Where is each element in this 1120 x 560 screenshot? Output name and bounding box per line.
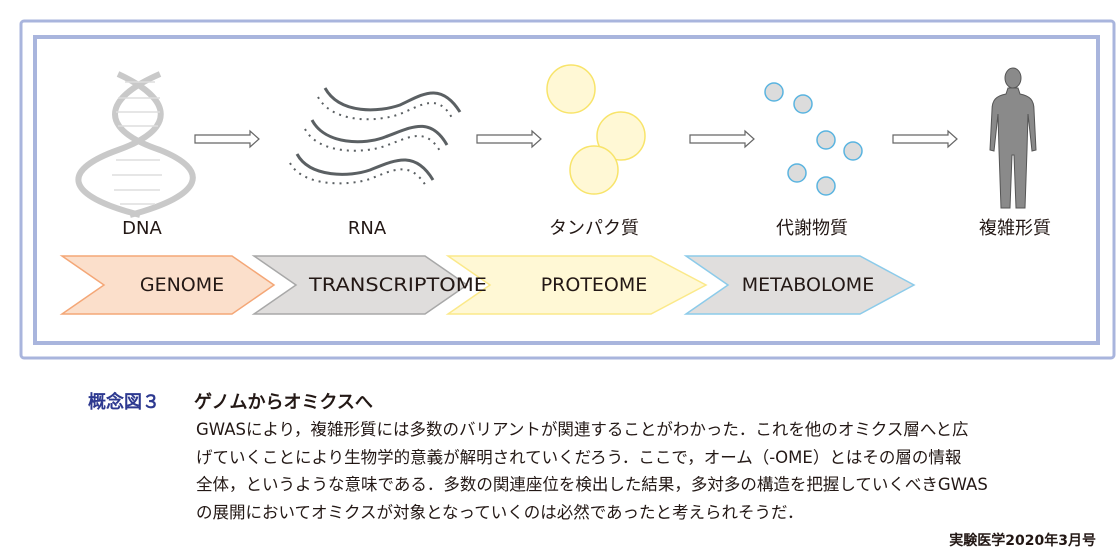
chevron-transcriptome xyxy=(251,255,469,315)
caption-body: GWASにより，複雑形質には多数のバリアントが関連することがわかった．これを他の… xyxy=(196,416,1066,526)
omics-label-metabolome: METABOLOME xyxy=(742,274,874,296)
source-citation: 実験医学2020年3月号 xyxy=(949,533,1096,549)
arrow-icon xyxy=(689,129,755,149)
label-rna: RNA xyxy=(348,218,387,239)
omics-label-transcriptome: TRANSCRIPTOME xyxy=(308,274,487,296)
label-complex-trait: 複雑形質 xyxy=(979,218,1051,239)
arrow-icon xyxy=(476,129,542,149)
omics-diagram: DNA RNA タンパク質 代謝物質 複雑形質 GENOME TRANSCRIP… xyxy=(19,19,1116,360)
dna-helix-icon xyxy=(75,71,196,218)
caption-line: の展開においてオミクスが対象となっていくのは必然であったと考えられそうだ． xyxy=(196,502,804,522)
outer-frame xyxy=(19,19,1116,360)
figure-number: 概念図３ xyxy=(88,392,160,413)
chevron-proteome xyxy=(445,255,708,315)
chevron-metabolome xyxy=(683,255,916,315)
human-figure-icon xyxy=(989,67,1037,209)
chevron-genome xyxy=(59,255,276,315)
arrow-icon xyxy=(194,129,260,149)
figure-title: ゲノムからオミクスへ xyxy=(194,392,373,413)
caption-line: GWASにより，複雑形質には多数のバリアントが関連することがわかった．これを他の… xyxy=(196,420,969,439)
label-protein: タンパク質 xyxy=(549,218,639,239)
caption-line: げていくことにより生物学的意義が解明されていくだろう．ここで，オーム（-OME）… xyxy=(196,447,962,467)
metabolite-dots-icon xyxy=(764,82,863,196)
omics-label-proteome: PROTEOME xyxy=(541,274,648,296)
label-dna: DNA xyxy=(122,218,162,239)
label-metabolite: 代謝物質 xyxy=(776,218,848,239)
rna-strands-icon xyxy=(289,87,462,187)
protein-circles-icon xyxy=(546,64,646,195)
caption-line: 全体，というような意味である．多数の関連座位を検出した結果，多対多の構造を把握し… xyxy=(196,475,988,494)
arrow-icon xyxy=(892,129,958,149)
omics-label-genome: GENOME xyxy=(140,274,224,296)
